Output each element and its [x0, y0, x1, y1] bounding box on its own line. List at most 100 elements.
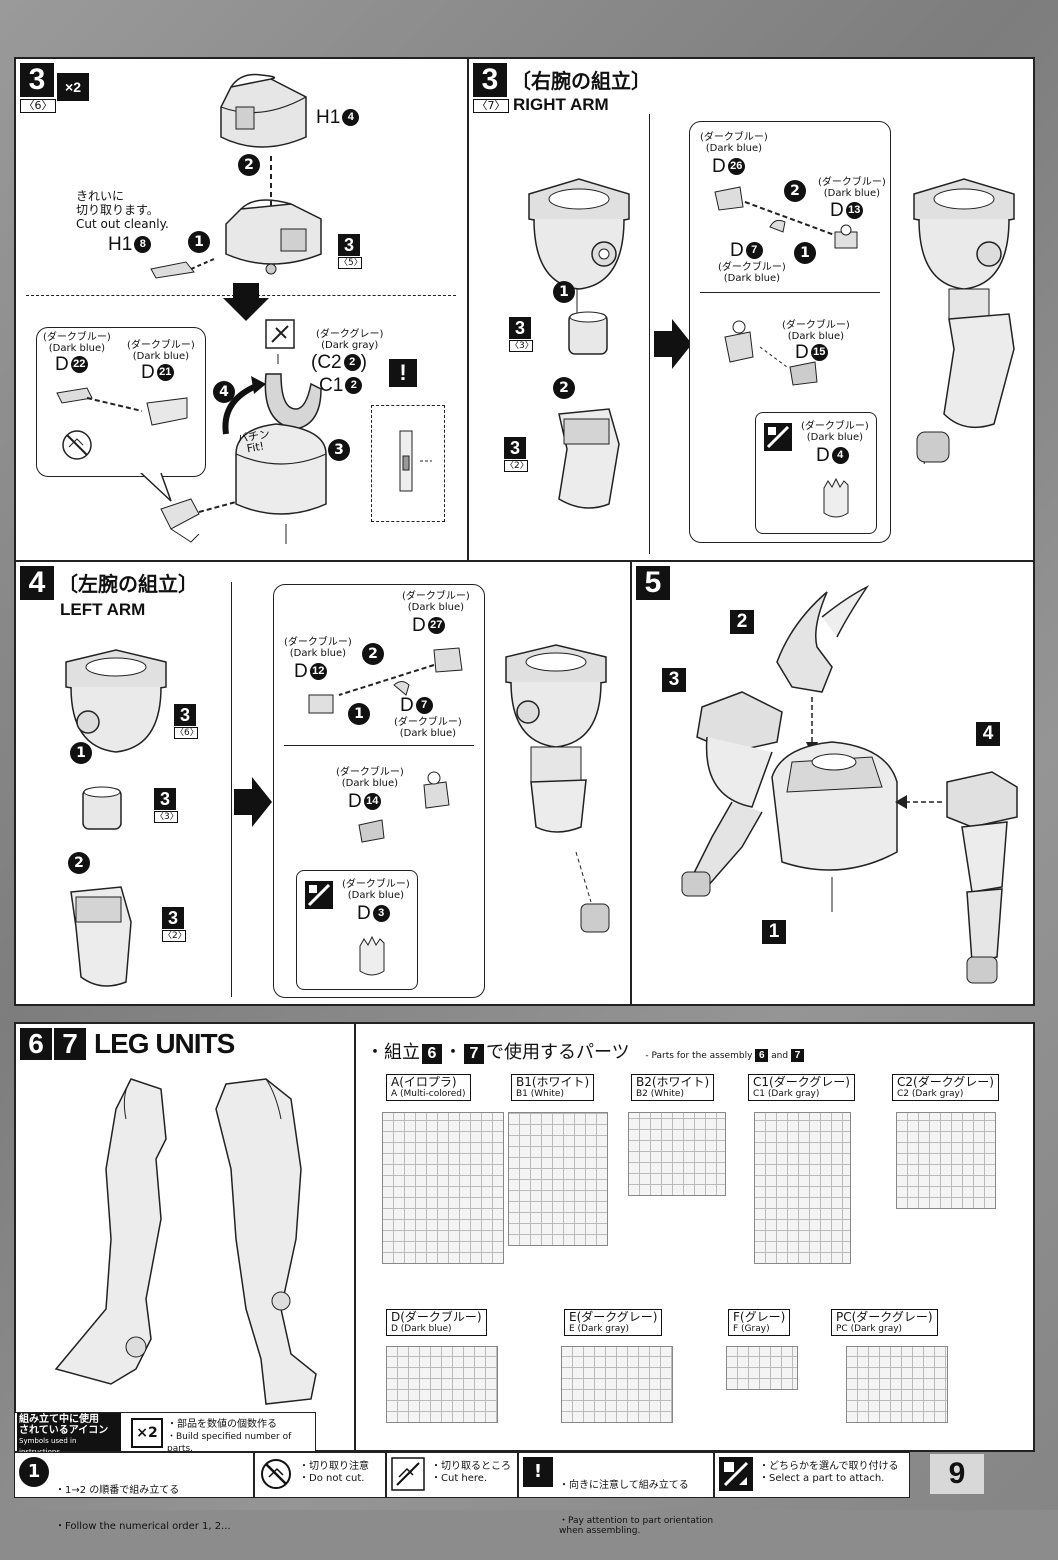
- fist-part: [916, 431, 950, 463]
- order-2: 2: [362, 643, 384, 665]
- runner-label-pc: PC(ダークグレー)PC (Dark gray): [831, 1309, 938, 1336]
- order-2: 2: [784, 180, 806, 202]
- step-number: 3: [20, 63, 54, 97]
- runner-label-f: F(グレー)F (Gray): [728, 1309, 791, 1336]
- runner-label-b2: B2(ホワイト)B2 (White): [631, 1074, 715, 1101]
- no-cut-jp: ・切り取り注意: [299, 1461, 369, 1472]
- runner-label-d: D(ダークブルー)D (Dark blue): [386, 1309, 487, 1336]
- dark-blue-label: (ダークブルー)(Dark blue): [700, 132, 768, 154]
- legend-attention: ! ・向きに注意して組み立てる ・Pay attention to part o…: [518, 1452, 714, 1536]
- detail-box: [371, 405, 445, 522]
- runner-pc: [846, 1346, 948, 1423]
- ref-step-3: 3: [154, 788, 176, 810]
- joint-drawing: [82, 786, 122, 830]
- runner-c1: [754, 1112, 851, 1264]
- select-icon: [764, 423, 792, 451]
- legend-x2: 組み立て中に使用 されているアイコン Symbols used in instr…: [14, 1412, 316, 1456]
- title-en: LEG UNITS: [94, 1028, 235, 1059]
- ref-sub-3: 〈3〉: [154, 811, 179, 823]
- legend-no-cut: ・切り取り注意 ・Do not cut.: [254, 1452, 386, 1498]
- step-number-7: 7: [54, 1028, 86, 1060]
- next-step-arrow: [654, 319, 692, 369]
- cut-cleanly-note: きれいに 切り取ります。 Cut out cleanly.: [76, 189, 169, 231]
- panel-step-67-leg-units: 6 7 LEG UNITS: [14, 1022, 356, 1452]
- runner-b1: [508, 1112, 608, 1246]
- select-icon: [305, 881, 333, 909]
- runner-d: [386, 1346, 498, 1423]
- sub-step-tag: 〈7〉: [473, 99, 509, 113]
- ref-step-3: 3: [504, 437, 526, 459]
- dark-blue-label: (ダークブルー)(Dark blue): [394, 717, 462, 739]
- forearm-drawing: [70, 886, 132, 987]
- dark-blue-label: (ダークブルー)(Dark blue): [818, 177, 886, 199]
- legend-cut-here: ・切り取るところ ・Cut here.: [386, 1452, 518, 1498]
- no-cut-icon: [259, 1457, 293, 1491]
- callout-4: 4: [976, 722, 1000, 746]
- x2-icon: ×2: [131, 1418, 163, 1448]
- attention-icon: !: [389, 359, 417, 387]
- callout-3: 3: [662, 668, 686, 692]
- hand-parts: [358, 771, 450, 843]
- bubble-tail: [140, 473, 172, 502]
- runner-c2: [896, 1112, 996, 1209]
- order-2: 2: [553, 377, 575, 399]
- wrist-parts: [308, 647, 463, 714]
- order-2: 2: [68, 852, 90, 874]
- order-4: 4: [213, 381, 235, 403]
- cut-here-en: ・Cut here.: [431, 1473, 488, 1484]
- select-jp: ・どちらかを選んで取り付ける: [759, 1461, 899, 1472]
- ref-sub-6: 〈6〉: [174, 727, 199, 739]
- panel-step-4-left-arm: 4 〔左腕の組立〕 LEFT ARM 3 〈6〉 1 3 〈3〉 2 3 〈2〉…: [14, 560, 632, 1006]
- dark-blue-label: (ダークブルー)(Dark blue): [127, 340, 195, 362]
- attention-icon: !: [523, 1457, 553, 1487]
- step-number-6: 6: [20, 1028, 52, 1060]
- order-icon: 1: [19, 1457, 49, 1487]
- ref-sub-5: 〈5〉: [338, 257, 363, 269]
- order-1: 1: [794, 242, 816, 264]
- shoulder-drawing: [65, 649, 167, 753]
- runner-label-e: E(ダークグレー)E (Dark gray): [564, 1309, 663, 1336]
- runner-label-b1: B1(ホワイト)B1 (White): [511, 1074, 595, 1101]
- order-jp: ・1→2 の順番で組み立てる: [55, 1485, 180, 1496]
- runner-label-c2: C2(ダークグレー)C2 (Dark gray): [892, 1074, 999, 1101]
- cut-here-icon: [391, 1457, 425, 1491]
- dark-blue-label: (ダークブルー)(Dark blue): [402, 591, 470, 613]
- wrist-parts: [714, 186, 858, 249]
- select-icon: [719, 1457, 753, 1491]
- runner-b2: [628, 1112, 726, 1196]
- panel-step-5: 5 2 3 4 1: [630, 560, 1035, 1006]
- legend-order: 1 ・1→2 の順番で組み立てる ・Follow the numerical o…: [14, 1452, 254, 1532]
- order-1: 1: [188, 231, 210, 253]
- legend-title: 組み立て中に使用 されているアイコン Symbols used in instr…: [17, 1413, 121, 1456]
- sub-step-tag: 〈6〉: [20, 99, 56, 113]
- upper-part-drawing: [220, 73, 307, 148]
- bracket-parts: [56, 387, 188, 460]
- inner-divider: [700, 292, 880, 293]
- attach-bracket: [160, 498, 237, 543]
- runner-f: [726, 1346, 798, 1390]
- title-en: RIGHT ARM: [513, 95, 609, 114]
- order-1: 1: [553, 281, 575, 303]
- vertical-divider: [649, 114, 650, 554]
- runner-a: [382, 1112, 504, 1264]
- multiplier-badge: ×2: [57, 73, 89, 101]
- vertical-divider: [231, 582, 232, 997]
- title-jp: 〔左腕の組立〕: [58, 572, 198, 596]
- ref-sub-3: 〈3〉: [509, 340, 534, 352]
- big-down-arrow: [223, 283, 269, 321]
- dark-blue-label: (ダークブルー)(Dark blue): [43, 332, 111, 354]
- ref-sub-2: 〈2〉: [504, 460, 529, 472]
